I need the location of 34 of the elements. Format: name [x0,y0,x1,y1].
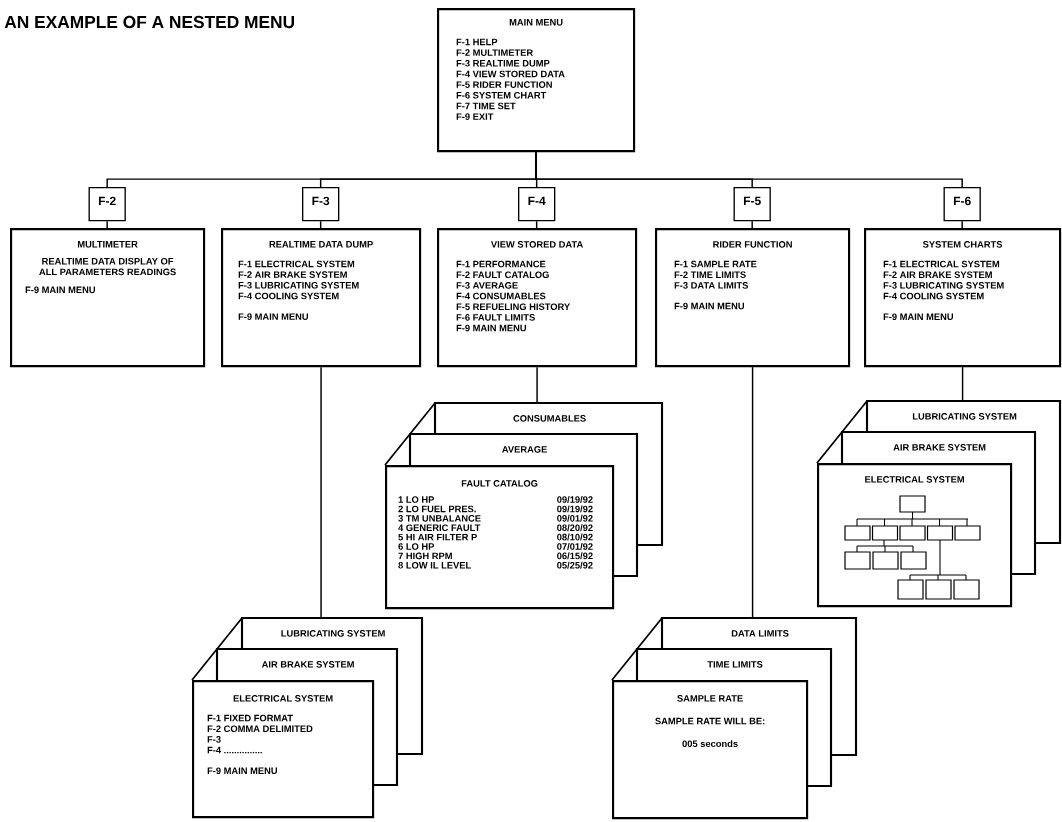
connector-line [535,220,538,229]
screen-page: ELECTRICAL SYSTEM [817,463,1013,608]
page-title: AIR BRAKE SYSTEM [893,444,986,451]
connector-line [961,366,964,402]
page-title: TIME LIMITS [707,661,763,668]
page-title: CONSUMABLES [513,415,586,422]
connector-line [320,366,322,619]
screen-page: FAULT CATALOG 1 LO HP 09/19/92 2 LO FUEL PRES. 09/19/92 3 TM UNBALANCE 09/01/92 4 GENERIC FAULT 08/20/92 5 HI AIR FILTER P 08/10/92 6 LO HP 07/01/92 7 HIGH RPM 06/15/92 8 LOW IL LEVEL 05/25/92 [385,465,615,610]
connector-line [961,220,963,229]
connector-line [319,220,322,229]
function-key: F-4 [518,187,556,222]
function-key: F-5 [733,187,771,222]
page-title: DATA LIMITS [731,630,789,637]
screen-page: ELECTRICAL SYSTEM F-1 FIXED FORMAT F-2 COMMA DELIMITED F-3 F-4 ............... F-9 MAIN MENU [192,680,375,819]
menu-screen: REALTIME DATA DUMP F-1 ELECTRICAL SYSTEM F-2 AIR BRAKE SYSTEM F-3 LUBRICATING SYSTEM F-4 COOLING SYSTEM F-9 MAIN MENU [221,228,422,368]
menu-screen: VIEW STORED DATA F-1 PERFORMANCE F-2 FAULT CATALOG F-3 AVERAGE F-4 CONSUMABLES F-5 REFUELING HISTORY F-6 FAULT LIMITS F-9 MAIN MENU [437,228,638,368]
menu-screen: SYSTEM CHARTS F-1 ELECTRICAL SYSTEM F-2 AIR BRAKE SYSTEM F-3 LUBRICATING SYSTEM F-4 COOLING SYSTEM F-9 MAIN MENU [864,228,1062,368]
menu-screen: MULTIMETER REALTIME DATA DISPLAY OF ALL PARAMETERS READINGS F-9 MAIN MENU [10,228,206,368]
connector-line [751,366,754,619]
connector-line [751,220,753,229]
function-key: F-3 [302,187,340,222]
function-key: F-2 [88,187,126,222]
page-title: AIR BRAKE SYSTEM [261,661,354,668]
menu-screen: MAIN MENU F-1 HELP F-2 MULTIMETER F-3 REALTIME DUMP F-4 VIEW STORED DATA F-5 RIDER FUNCTION F-6 SYSTEM CHART F-7 TIME SET F-9 EXIT [437,8,636,153]
title: AN EXAMPLE OF A NESTED MENU [4,15,295,29]
connector-line [535,151,963,188]
menu-screen: RIDER FUNCTION F-1 SAMPLE RATE F-2 TIME LIMITS F-3 DATA LIMITS F-9 MAIN MENU [655,228,851,368]
page-title: LUBRICATING SYSTEM [912,413,1017,420]
connector-line [106,220,108,229]
page-title: LUBRICATING SYSTEM [281,630,385,637]
page-title: AVERAGE [502,446,547,453]
function-key: F-6 [943,187,981,222]
connector-line [536,366,538,404]
screen-page: SAMPLE RATE SAMPLE RATE WILL BE: 005 seconds [612,680,809,820]
